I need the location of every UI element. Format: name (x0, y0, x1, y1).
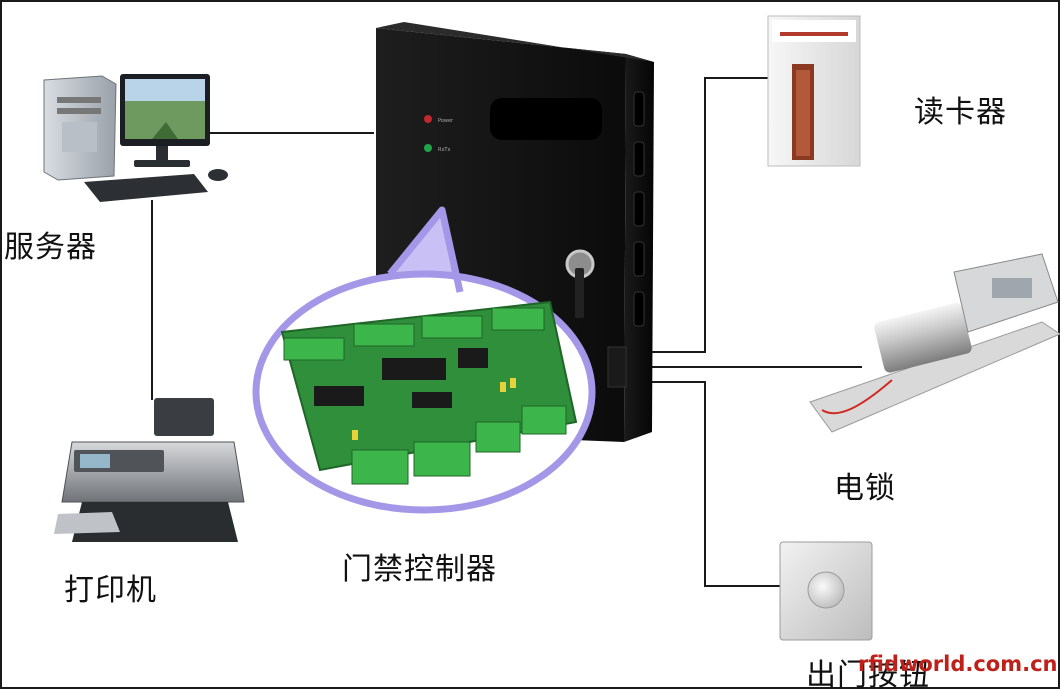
electric-lock-device (809, 253, 1060, 433)
exit-button-device (779, 541, 873, 641)
electric-lock-label: 电锁 (834, 471, 896, 506)
line-controller-reader (634, 77, 770, 353)
site-watermark: rfidworld.com.cn (858, 652, 1058, 676)
printer-device (54, 398, 245, 542)
pcb-callout (252, 206, 596, 514)
led-power (424, 115, 432, 123)
keyboard (84, 174, 208, 202)
server-label: 服务器 (4, 230, 97, 265)
mouse (208, 169, 228, 181)
server-computer (43, 74, 228, 202)
card-reader-device (767, 15, 861, 167)
line-controller-exit-button (634, 381, 780, 587)
printer-label: 打印机 (64, 573, 157, 608)
connection-lines (151, 77, 862, 587)
led-power-label: Power (438, 118, 454, 124)
exit-button-label: 出门按钮 (806, 658, 930, 693)
redacted-logo (490, 98, 602, 140)
card-reader-label: 读卡器 (914, 95, 1007, 130)
led-rxtx (424, 144, 432, 152)
controller-label: 门禁控制器 (342, 552, 497, 587)
led-rxtx-label: RxTx (438, 147, 450, 153)
